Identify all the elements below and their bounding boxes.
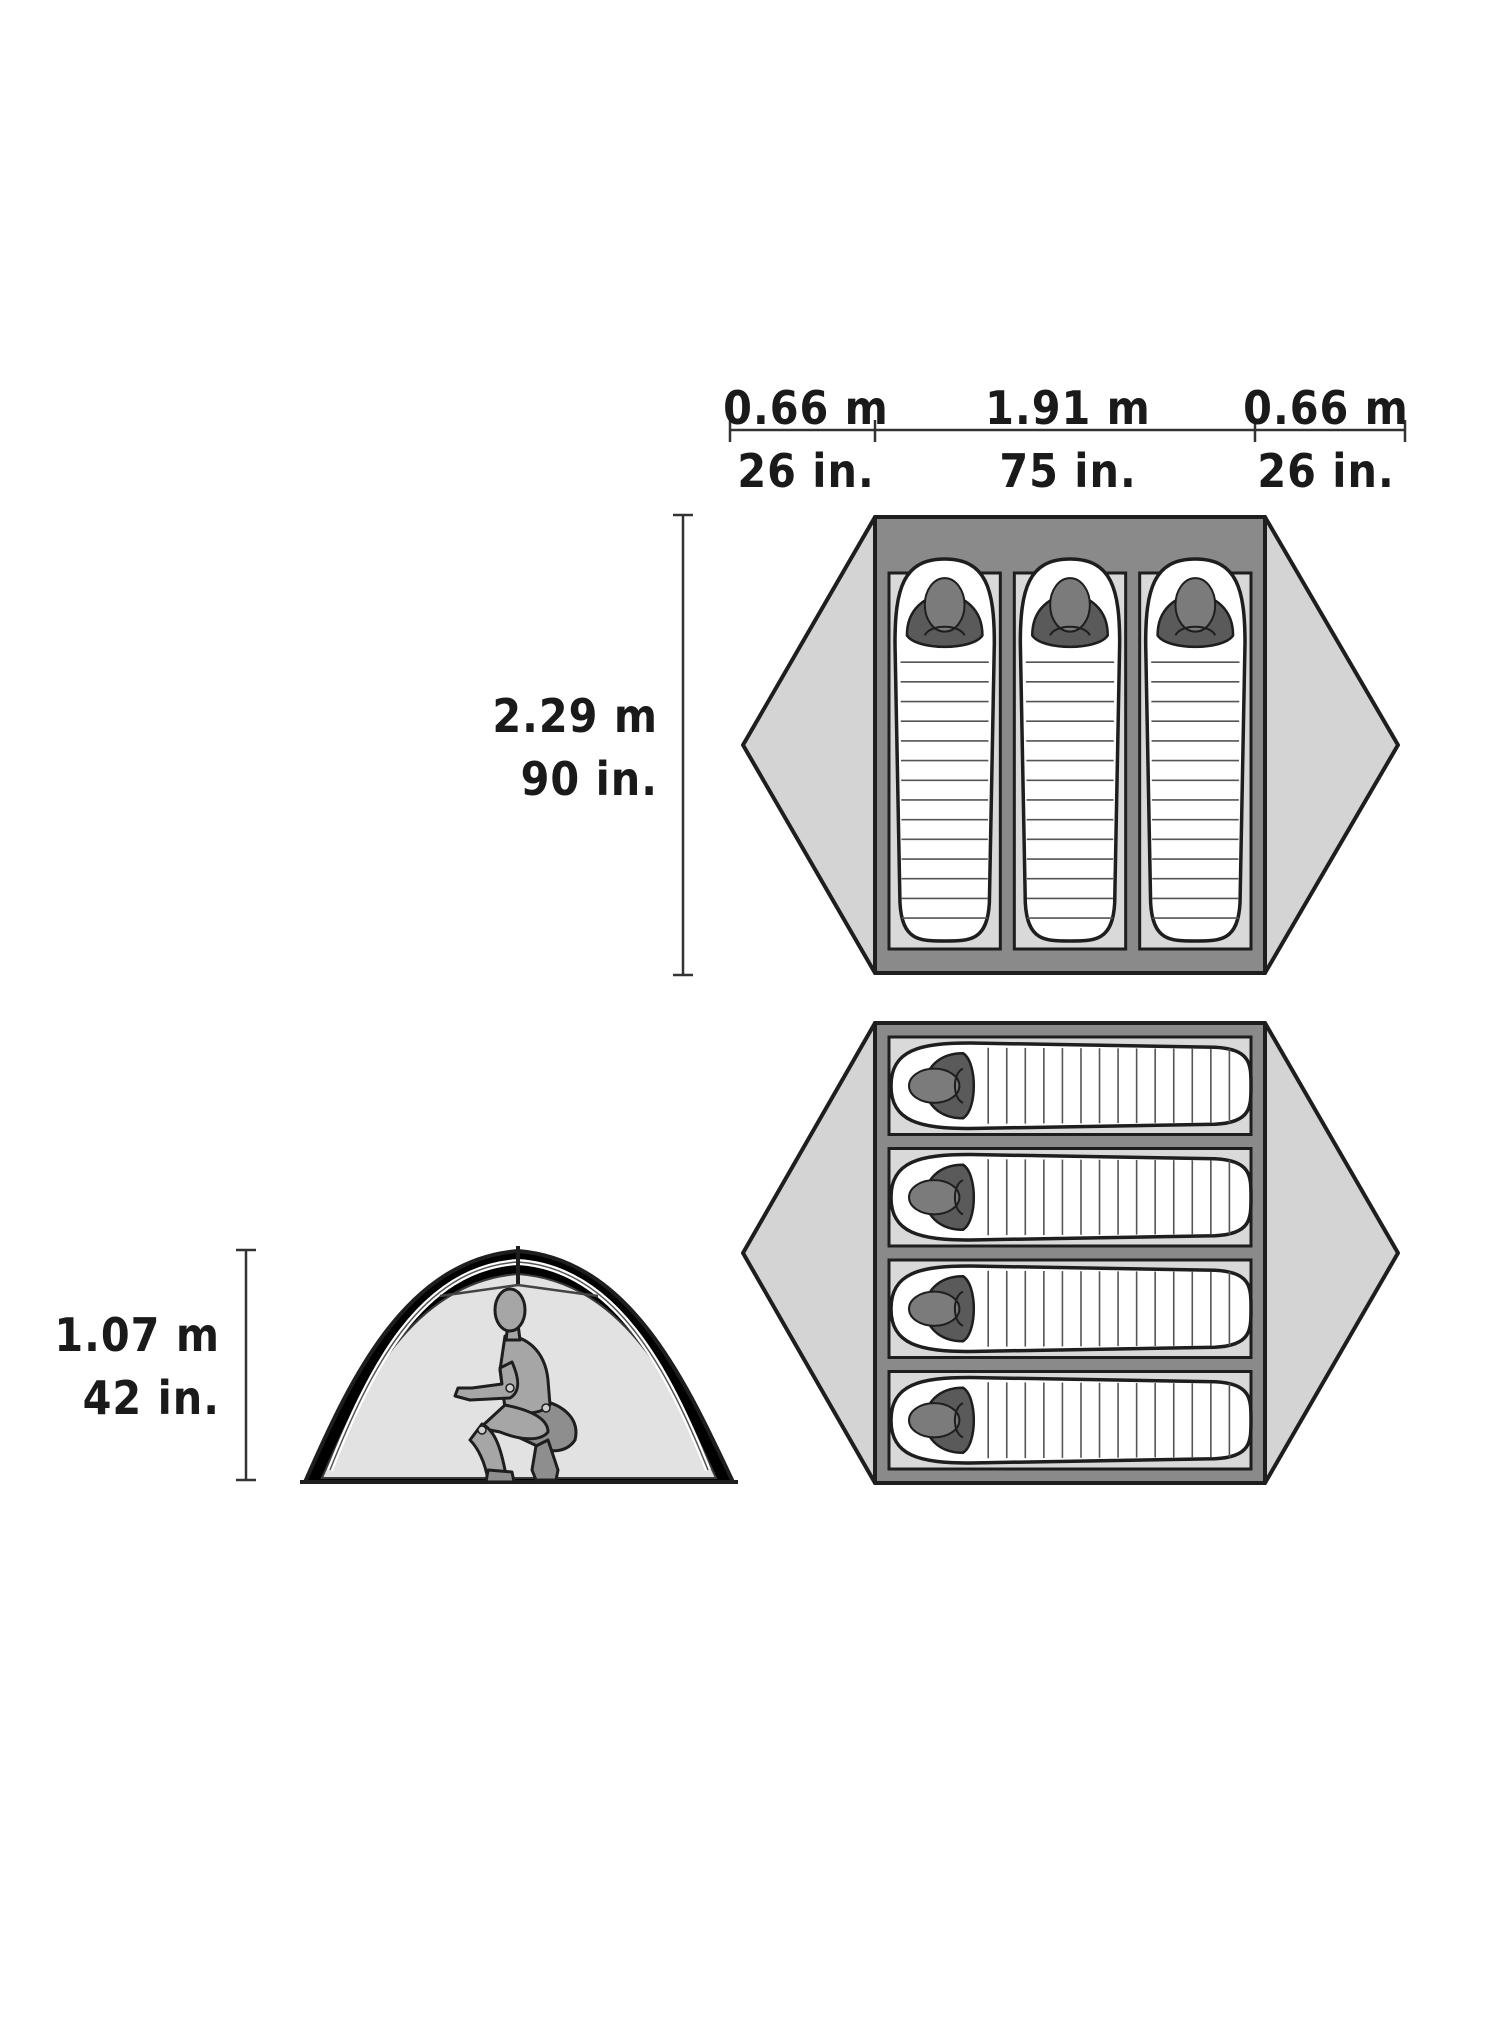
floor-plan-four-person [741, 1021, 1400, 1485]
sleeper-shoulders [953, 1179, 964, 1216]
floor-plan-three-person [741, 515, 1400, 975]
sleeping-bag-body [889, 1152, 1253, 1242]
sleeping-bag-body [889, 1375, 1253, 1465]
floor-length-imperial: 90 in. [521, 752, 658, 806]
sleeping-pads [887, 557, 1253, 951]
sleeping-bag-icon [889, 1041, 1253, 1131]
height-dimension: 1.07 m 42 in. [54, 1248, 256, 1482]
vestibule-left-metric: 0.66 m [723, 381, 889, 435]
floor-width-imperial: 75 in. [999, 444, 1136, 498]
sleeping-bag-icon [1018, 557, 1122, 943]
sleeper-head [1174, 577, 1217, 633]
sleeping-bag-icon [889, 1264, 1253, 1354]
sleeping-bag-icon [893, 557, 997, 943]
sleeping-bag-body [1143, 557, 1247, 943]
ridge-line [439, 1283, 599, 1298]
sleeper-head [908, 1290, 961, 1327]
crouching-person-icon [453, 1287, 578, 1484]
floor-width-metric: 1.91 m [985, 381, 1151, 435]
sleeper-shoulders [953, 1290, 964, 1327]
sleeper-shoulders [1049, 625, 1091, 636]
sleeper-head [908, 1067, 961, 1104]
sleeping-bag-body [889, 1041, 1253, 1131]
sleeper-shoulders [953, 1067, 964, 1104]
peak-height-imperial: 42 in. [83, 1371, 220, 1425]
vestibule-right-imperial: 26 in. [1257, 444, 1394, 498]
peak-height-metric: 1.07 m [54, 1308, 220, 1362]
sleeper-head [908, 1179, 961, 1216]
sleeper-shoulders [923, 625, 966, 636]
floor-length-metric: 2.29 m [492, 689, 658, 743]
vestibule-left-imperial: 26 in. [737, 444, 874, 498]
sleeper-head [923, 577, 966, 633]
sleeping-bag-icon [889, 1152, 1253, 1242]
length-dimension: 2.29 m 90 in. [492, 513, 693, 977]
sleeper-shoulders [953, 1402, 964, 1439]
sleeper-head [1049, 577, 1091, 633]
top-dimension-bar: 0.66 m 26 in. 1.91 m 75 in. 0.66 m 26 in… [723, 381, 1409, 498]
sleeper-head [908, 1402, 961, 1439]
sleeping-bag-body [1018, 557, 1122, 943]
tent-side-view-icon [300, 1246, 738, 1484]
vestibule-right-metric: 0.66 m [1243, 381, 1409, 435]
sleeper-shoulders [1174, 625, 1217, 636]
sleeping-bag-icon [889, 1375, 1253, 1465]
sleeping-pads [887, 1035, 1253, 1471]
sleeping-bag-icon [1143, 557, 1247, 943]
sleeping-bag-body [889, 1264, 1253, 1354]
sleeping-bag-body [893, 557, 997, 943]
